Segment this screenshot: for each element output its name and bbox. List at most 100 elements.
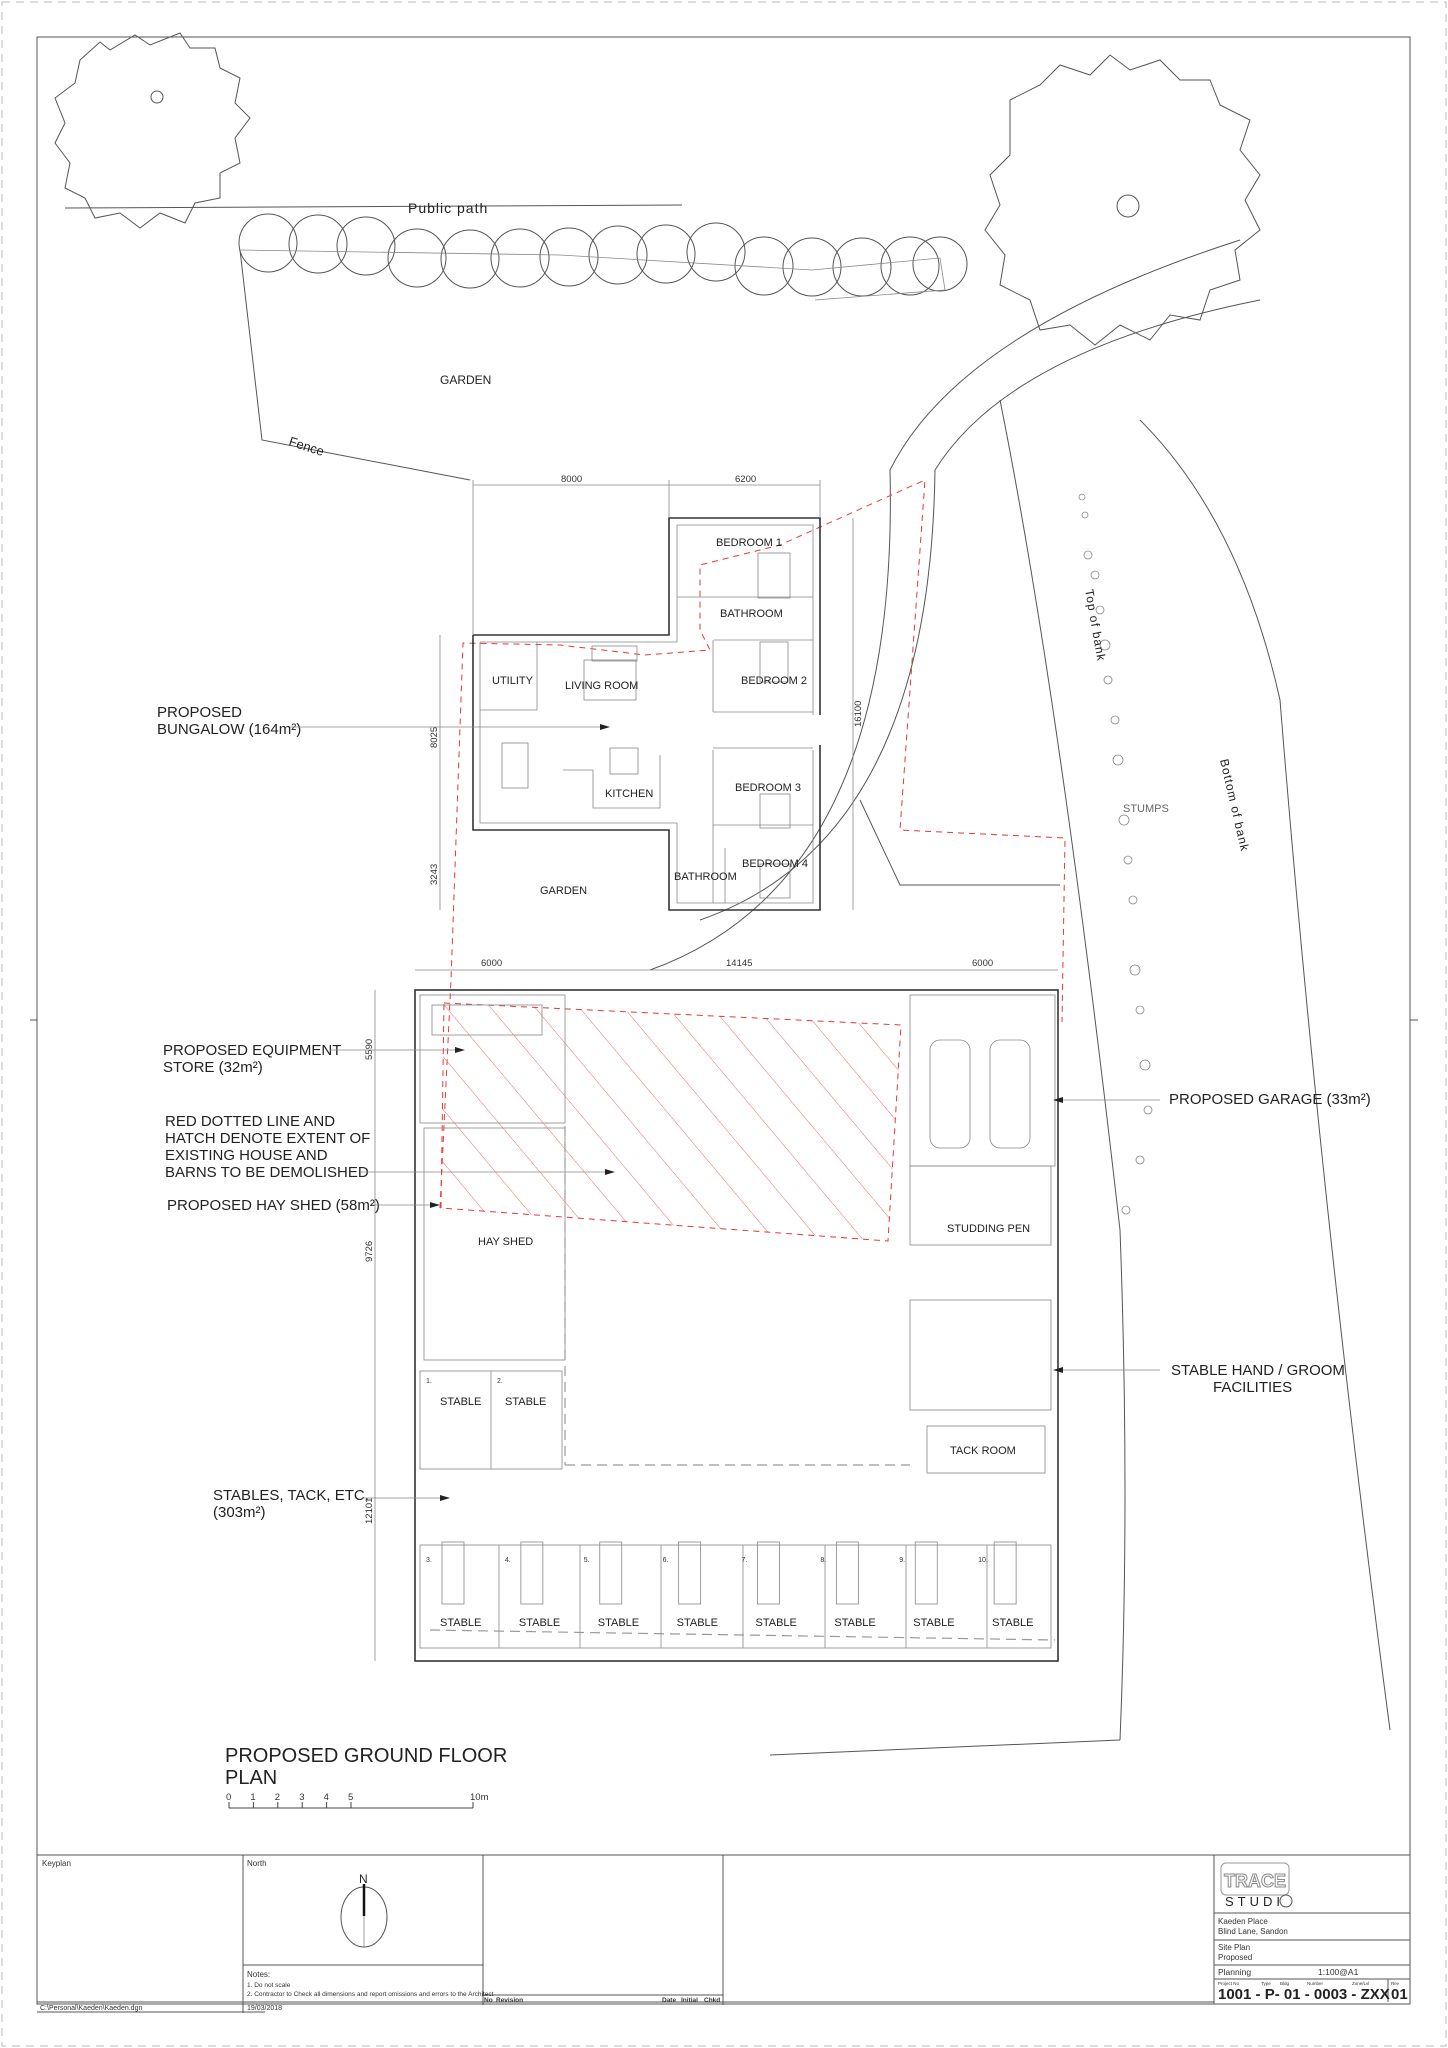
file-path: C:\Personal\Kaeden\Kaeden.dgn <box>40 2005 142 2012</box>
callout-hay-shed: PROPOSED HAY SHED (58m²) <box>167 1197 380 1214</box>
room-living: LIVING ROOM <box>565 680 638 692</box>
stable-number: 2. <box>497 1378 503 1385</box>
note: 1. Do not scale <box>247 1982 291 1989</box>
fence-line <box>239 249 471 481</box>
stable-number: 7. <box>742 1557 748 1564</box>
public-path-label: Public path <box>408 200 488 216</box>
scale-label: 3 <box>299 1792 304 1803</box>
stable-number: 3. <box>426 1557 432 1564</box>
bungalow-plan <box>472 517 821 911</box>
rev-header-revision: Revision <box>496 1997 523 2004</box>
stable-number: 4. <box>505 1557 511 1564</box>
room-kitchen: KITCHEN <box>605 788 653 800</box>
dim-3243: 3243 <box>429 864 440 885</box>
keyplan-label: Keyplan <box>42 1859 71 1868</box>
drawing-name: Proposed <box>1218 1953 1252 1962</box>
room-bedroom-4: BEDROOM 4 <box>742 858 808 870</box>
field-label: Project No <box>1218 1981 1240 1986</box>
stable-number: 1. <box>426 1378 432 1385</box>
car-icon <box>989 1039 1031 1149</box>
room-stable: STABLE <box>519 1617 560 1629</box>
callout-groom: STABLE HAND / GROOM <box>1171 1362 1345 1379</box>
callout-demolition: BARNS TO BE DEMOLISHED <box>165 1164 369 1181</box>
callout-demolition: RED DOTTED LINE AND <box>165 1113 335 1130</box>
scale-label: 1 <box>250 1792 255 1803</box>
room-bedroom-2: BEDROOM 2 <box>741 675 807 687</box>
fence-label: Fence <box>287 434 326 459</box>
tree-left <box>54 32 251 229</box>
stable-number: 5. <box>584 1557 590 1564</box>
dim-6200: 6200 <box>735 474 756 485</box>
bungalow-dimensions: 8000 6200 8025 3243 16100 <box>429 474 864 910</box>
room-stable: STABLE <box>440 1396 481 1408</box>
room-garden: GARDEN <box>540 885 587 897</box>
scale-label: 2 <box>275 1792 280 1803</box>
stable-number: 10. <box>978 1557 988 1564</box>
north-letter: N <box>359 1872 368 1886</box>
issue-date: 19/03/2018 <box>247 2005 282 2012</box>
manger <box>993 1541 1017 1605</box>
driveway <box>649 239 1391 1756</box>
yard-dimensions: 6000 14145 6000 5590 9726 12101 <box>364 958 1058 1661</box>
room-stable: STABLE <box>913 1617 954 1629</box>
rev-header-initial: Initial <box>681 1997 698 2004</box>
dim-9726: 9726 <box>364 1241 375 1262</box>
path-edge <box>64 204 683 209</box>
tree-stumps <box>1078 493 1153 1215</box>
callout-garage: PROPOSED GARAGE (33m²) <box>1169 1091 1371 1108</box>
manger <box>914 1541 938 1605</box>
room-hay-shed: HAY SHED <box>478 1236 533 1248</box>
hedge-row <box>238 213 968 297</box>
scale-label: 10m <box>470 1792 489 1803</box>
room-tack-room: TACK ROOM <box>950 1445 1016 1457</box>
field-label: Bldg <box>1280 1981 1290 1986</box>
logo-text: TRACE <box>1224 1871 1286 1891</box>
manger <box>757 1541 780 1605</box>
note: 2. Contractor to Check all dimensions an… <box>247 1991 494 1998</box>
rev-header-date: Date <box>662 1997 676 2004</box>
field-label: Zone/Lvl <box>1352 1981 1369 1986</box>
room-bathroom-1: BATHROOM <box>720 608 783 620</box>
callout-equipment-store: STORE (32m²) <box>163 1059 263 1076</box>
room-stable: STABLE <box>992 1617 1033 1629</box>
callout-stables: STABLES, TACK, ETC. <box>213 1487 369 1504</box>
callout-demolition: EXISTING HOUSE AND <box>165 1147 328 1164</box>
tree-right <box>984 54 1261 346</box>
north-arrow-icon: N <box>340 1872 388 1948</box>
room-bedroom-1: BEDROOM 1 <box>716 537 782 549</box>
callout-equipment-store: PROPOSED EQUIPMENT <box>163 1042 341 1059</box>
rev-header-no: No <box>484 1997 493 2004</box>
top-of-bank-label: Top of bank <box>1082 588 1108 662</box>
yard-plan <box>414 989 1059 1662</box>
drawing-scale: 1:100@A1 <box>1318 1967 1359 1977</box>
scale-label: 5 <box>348 1792 353 1803</box>
room-stable: STABLE <box>505 1396 546 1408</box>
room-studding-pen: STUDDING PEN <box>947 1223 1030 1235</box>
scale-bar: 0 1 2 3 4 5 10m <box>226 1792 489 1809</box>
scale-label: 4 <box>324 1792 329 1803</box>
bottom-of-bank-label: Bottom of bank <box>1217 758 1252 853</box>
car-icon <box>929 1039 971 1149</box>
room-bedroom-3: BEDROOM 3 <box>735 782 801 794</box>
manger <box>441 1541 465 1605</box>
scale-label: 0 <box>226 1792 231 1803</box>
room-bathroom-2: BATHROOM <box>674 871 737 883</box>
drawing-status: Planning <box>1218 1967 1251 1977</box>
stumps-label: STUMPS <box>1123 803 1169 815</box>
callout-bungalow: PROPOSED <box>157 704 242 721</box>
project-address: Blind Lane, Sandon <box>1218 1927 1288 1936</box>
room-stable: STABLE <box>677 1617 718 1629</box>
callout-groom: FACILITIES <box>1213 1379 1292 1396</box>
room-stable: STABLE <box>440 1617 481 1629</box>
room-stable: STABLE <box>598 1617 639 1629</box>
north-label: North <box>247 1859 267 1868</box>
demolition-boundary <box>439 479 1066 1242</box>
dim-5590: 5590 <box>364 1039 375 1060</box>
notes-title: Notes: <box>247 1970 270 1979</box>
dim-16100: 16100 <box>853 701 864 727</box>
stable-number: 9. <box>899 1557 905 1564</box>
field-label: Number <box>1307 1981 1324 1986</box>
manger <box>835 1541 859 1605</box>
dim-8025: 8025 <box>429 727 440 748</box>
